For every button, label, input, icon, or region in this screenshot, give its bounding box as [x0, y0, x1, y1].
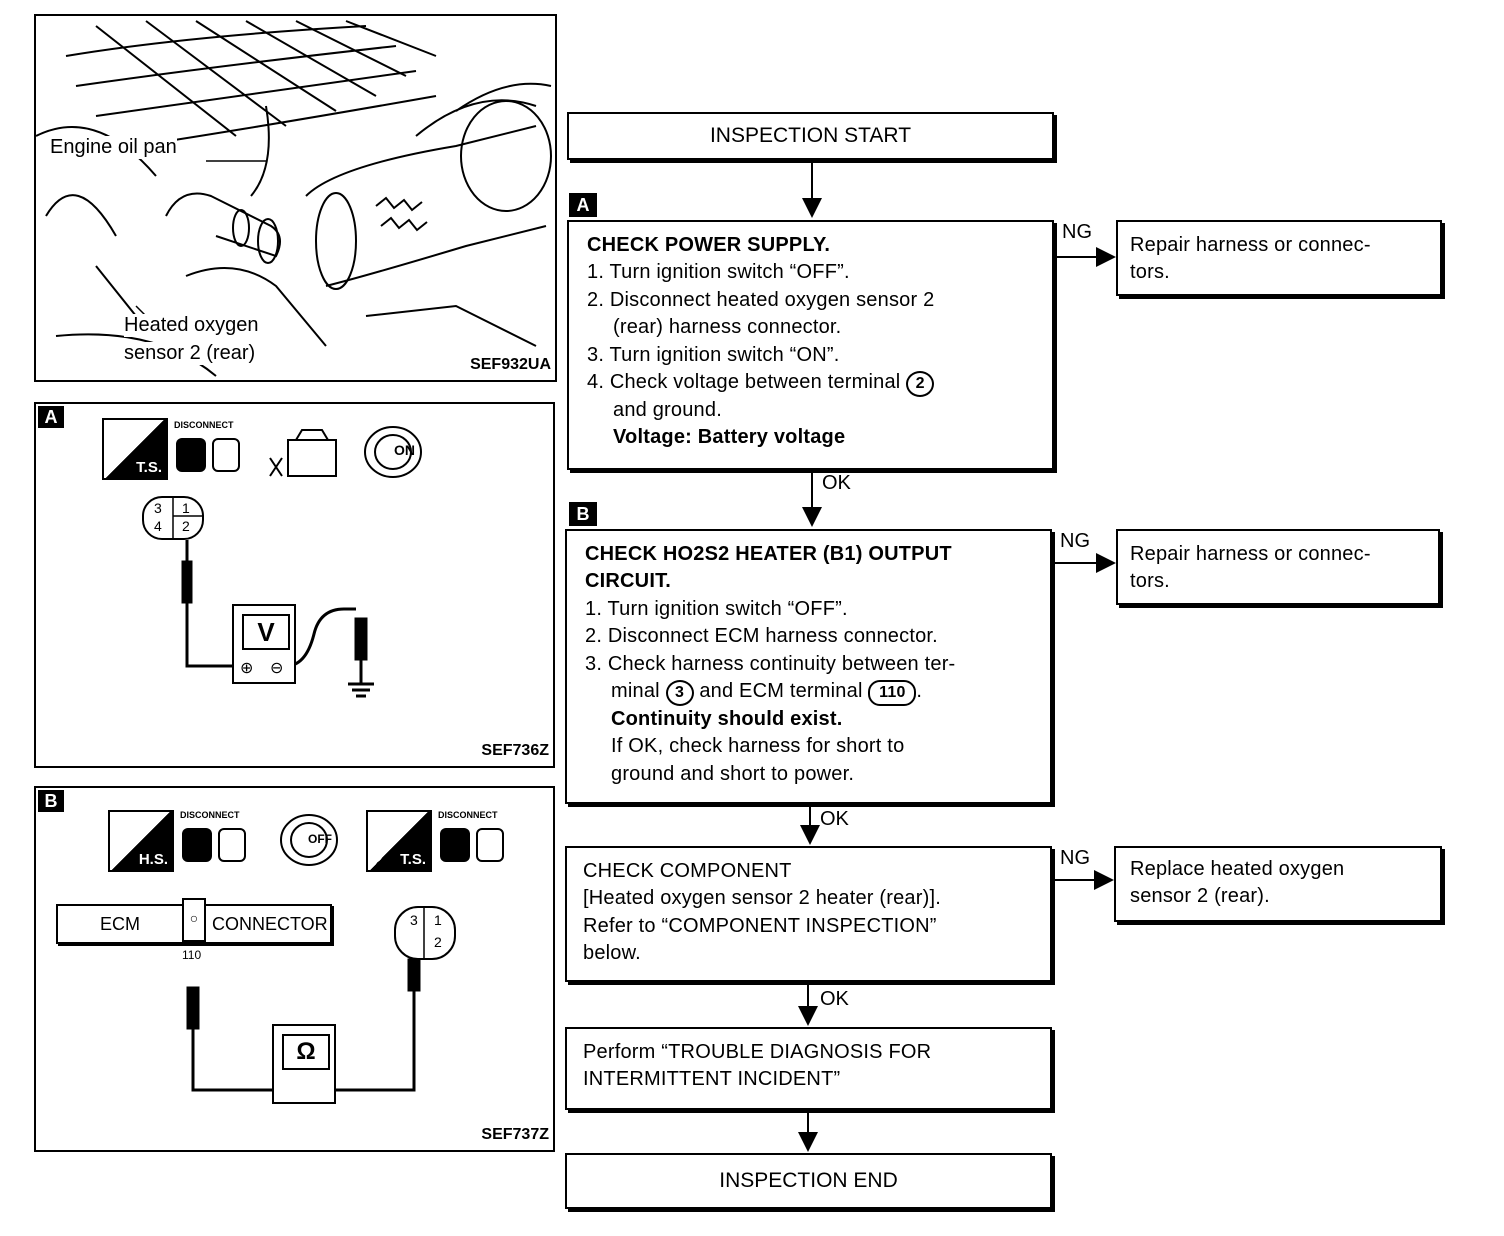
engine-oil-pan-label: Engine oil pan — [50, 136, 177, 159]
ok-label-a: OK — [822, 472, 851, 494]
step-a-tag: A — [569, 193, 597, 217]
ng-b-repair-box: Repair harness or connec- tors. — [1116, 529, 1440, 605]
ohmmeter: Ω — [272, 1024, 336, 1104]
step-b-spec: Continuity should exist. — [611, 708, 843, 731]
ecm-terminal-number: 110 — [182, 948, 202, 962]
test-equipment-icon: T.S. — [366, 810, 432, 872]
step-b-tag: B — [569, 502, 597, 526]
step-b-line3b-pre: minal — [611, 680, 660, 703]
sensor-connector: 3 1 2 — [394, 906, 456, 960]
figure-code: SEF932UA — [470, 356, 551, 373]
step-d-line2: INTERMITTENT INCIDENT” — [583, 1068, 841, 1091]
step-a-line3: 3. Turn ignition switch “ON”. — [587, 343, 840, 366]
ng-label-b: NG — [1060, 530, 1090, 552]
figure-code: SEF737Z — [481, 1126, 549, 1143]
step-b-line2: 2. Disconnect ECM harness connector. — [585, 625, 938, 648]
inspection-start-box: INSPECTION START — [567, 112, 1054, 160]
ng-label-a: NG — [1062, 221, 1092, 243]
voltage-test-wiring — [172, 498, 374, 698]
step-c-line2: [Heated oxygen sensor 2 heater (rear)]. — [583, 887, 941, 910]
step-b-note2: ground and short to power. — [611, 762, 855, 785]
ok-label-b: OK — [820, 808, 849, 830]
connector-disconnect-icon — [176, 434, 246, 476]
step-b-line3: 3. Check harness continuity between ter- — [585, 652, 956, 675]
step-a-spec: Voltage: Battery voltage — [613, 426, 846, 449]
step-a-line4: 4. Check voltage between terminal — [587, 371, 901, 394]
ecm-terminal-box: ○ — [182, 898, 206, 942]
connector-disconnect-icon-2 — [440, 824, 510, 866]
ng-c-replace-box: Replace heated oxygen sensor 2 (rear). — [1114, 846, 1442, 922]
hand-tester-icon: H.S. — [108, 810, 174, 872]
step-b-line3b-post: . — [916, 680, 923, 703]
figure-code: SEF736Z — [481, 742, 549, 759]
diagram-b-panel: B H.S. DISCONNECT OFF T.S. DISCONNECT EC… — [34, 786, 555, 1152]
sensor-location-illustration: Engine oil pan Heated oxygen sensor 2 (r… — [34, 14, 557, 382]
ng-c-line1: Replace heated oxygen — [1130, 858, 1345, 880]
step-c-check-component: CHECK COMPONENT [Heated oxygen sensor 2 … — [565, 846, 1052, 982]
ng-a-repair-box: Repair harness or connec- tors. — [1116, 220, 1442, 296]
engine-illustration — [36, 20, 552, 377]
step-a-line4-row: 4. Check voltage between terminal 2 — [587, 369, 1052, 398]
disconnect-label: DISCONNECT — [180, 810, 240, 820]
inspection-end-label: INSPECTION END — [719, 1169, 898, 1192]
ng-label-c: NG — [1060, 847, 1090, 869]
step-a-line2: 2. Disconnect heated oxygen sensor 2 — [587, 288, 935, 311]
disconnect-label-2: DISCONNECT — [438, 810, 498, 820]
step-b-line3b-row: minal 3 and ECM terminal 110. — [585, 678, 1050, 707]
terminal-2-badge: 2 — [906, 371, 935, 398]
ng-b-line2: tors. — [1130, 570, 1170, 593]
diagram-b-tag: B — [38, 790, 64, 812]
inspection-end-box: INSPECTION END — [565, 1153, 1052, 1209]
step-b-title2: CIRCUIT. — [585, 570, 672, 593]
ng-a-line1: Repair harness or connec- — [1130, 234, 1371, 256]
disconnect-label: DISCONNECT — [174, 420, 234, 430]
ng-b-line1: Repair harness or connec- — [1130, 543, 1371, 565]
negative-terminal-icon: ⊖ — [270, 660, 284, 677]
step-b-check-heater-circuit: CHECK HO2S2 HEATER (B1) OUTPUT CIRCUIT. … — [565, 529, 1052, 804]
sensor-connector: 3 1 4 2 — [142, 496, 204, 540]
ignition-key-on-icon: ON — [362, 424, 424, 480]
ecm-connector: ECM ○ CONNECTOR — [56, 898, 332, 944]
ok-label-c: OK — [820, 988, 849, 1010]
diagram-a-tag: A — [38, 406, 64, 428]
voltmeter: V ⊕ ⊖ — [232, 604, 296, 684]
engine-icon — [266, 428, 346, 480]
step-c-line3: Refer to “COMPONENT INSPECTION” — [583, 914, 937, 937]
step-a-line4b: and ground. — [613, 399, 722, 422]
step-a-line2b: (rear) harness connector. — [613, 316, 842, 339]
step-a-line1: 1. Turn ignition switch “OFF”. — [587, 261, 850, 284]
step-d-line1: Perform “TROUBLE DIAGNOSIS FOR — [583, 1041, 932, 1063]
step-c-line1: CHECK COMPONENT — [583, 860, 792, 882]
terminal-3-badge: 3 — [665, 680, 694, 707]
step-c-line4: below. — [583, 942, 641, 965]
step-b-line1: 1. Turn ignition switch “OFF”. — [585, 597, 848, 620]
ignition-key-off-icon: OFF — [278, 812, 340, 868]
positive-terminal-icon: ⊕ — [240, 660, 254, 677]
step-d-intermittent-incident: Perform “TROUBLE DIAGNOSIS FOR INTERMITT… — [565, 1027, 1052, 1110]
ng-c-line2: sensor 2 (rear). — [1130, 885, 1270, 908]
ecm-terminal-110-badge: 110 — [868, 680, 917, 707]
step-b-note1: If OK, check harness for short to — [611, 735, 905, 758]
step-b-title: CHECK HO2S2 HEATER (B1) OUTPUT — [585, 543, 952, 565]
connector-disconnect-icon — [182, 824, 252, 866]
diagram-a-panel: A T.S. DISCONNECT ON 3 1 4 2 V ⊕ — [34, 402, 555, 768]
inspection-start-label: INSPECTION START — [709, 124, 912, 147]
step-a-check-power-supply: CHECK POWER SUPPLY. 1. Turn ignition swi… — [567, 220, 1054, 470]
continuity-test-wiring — [186, 906, 425, 1092]
ng-a-line2: tors. — [1130, 261, 1170, 284]
sensor-label-line1: Heated oxygen — [124, 314, 259, 337]
step-b-line3b-mid: and ECM terminal — [699, 680, 863, 703]
sensor-label-line2: sensor 2 (rear) — [124, 342, 256, 365]
step-a-title: CHECK POWER SUPPLY. — [587, 234, 831, 256]
test-equipment-icon: T.S. — [102, 418, 168, 480]
